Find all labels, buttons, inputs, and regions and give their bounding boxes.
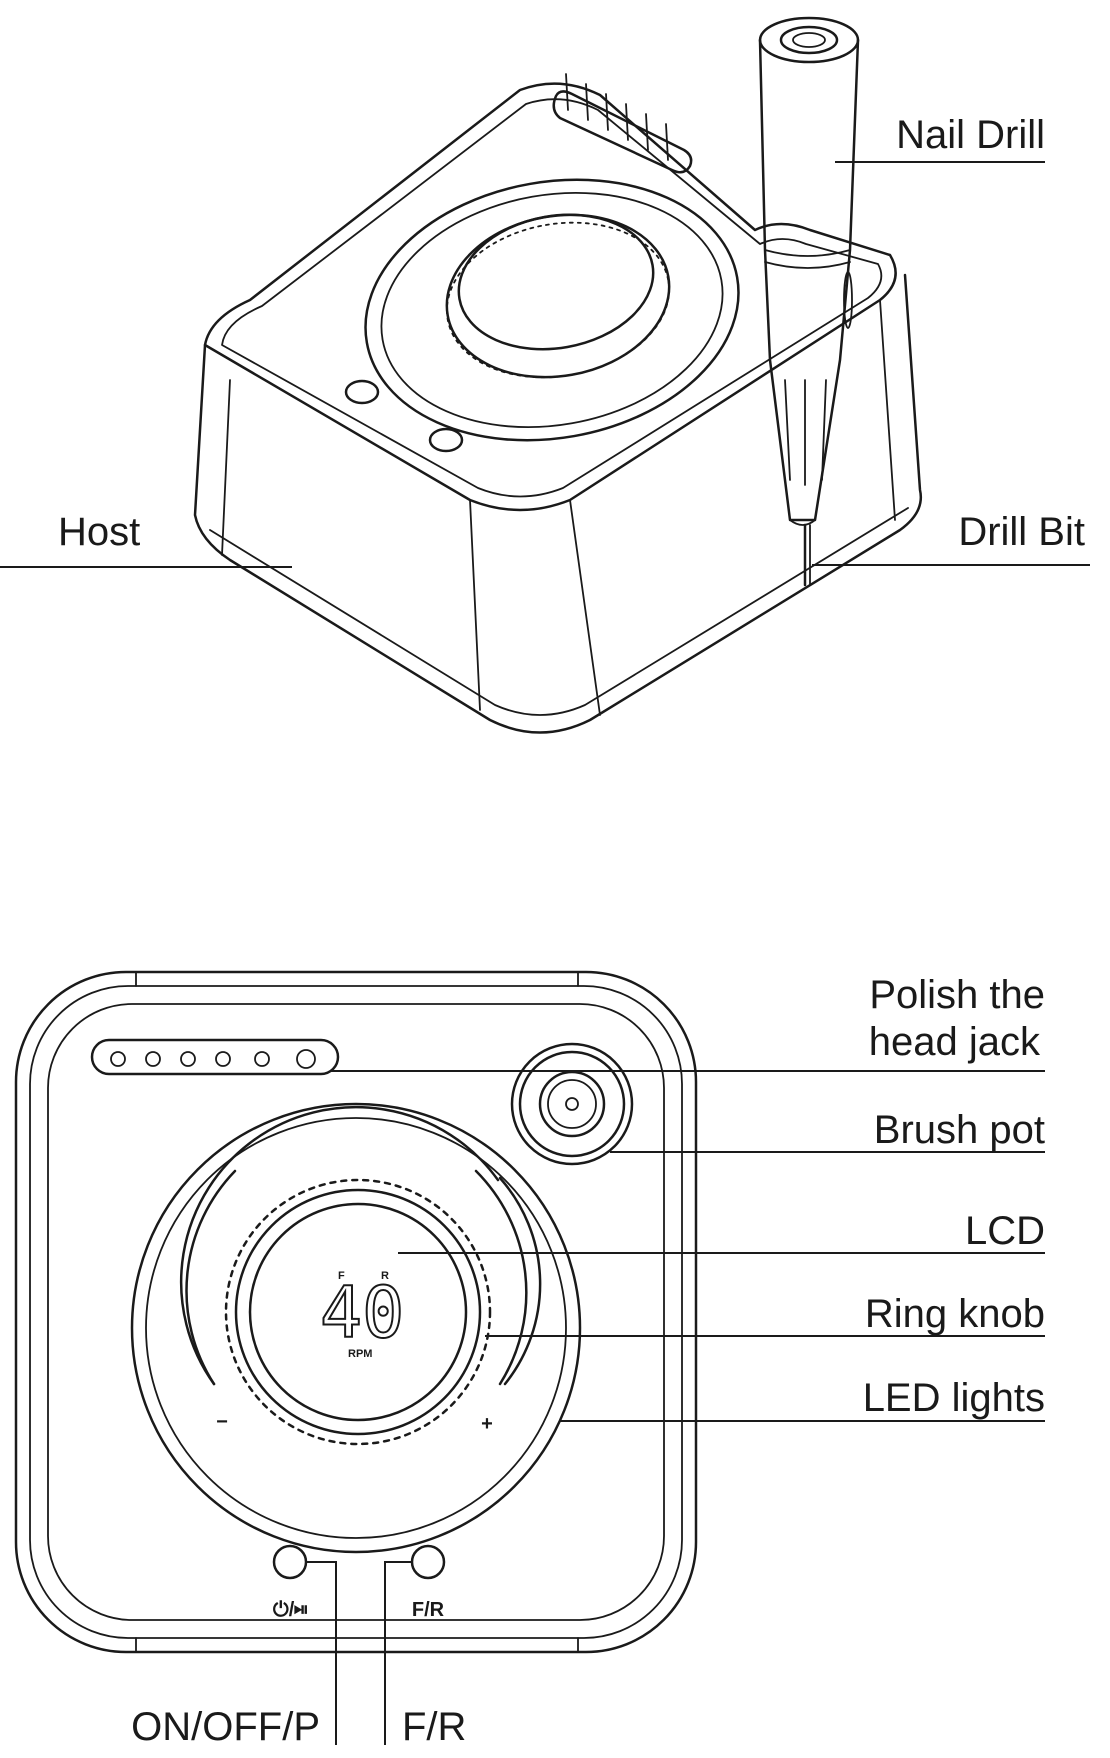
- lcd-f-mark: F: [338, 1270, 345, 1282]
- lcd-value: 40: [320, 1272, 404, 1354]
- nail-drill-handpiece: [758, 16, 860, 587]
- fr-leader: [384, 1561, 412, 1745]
- front-body-outer: [14, 970, 698, 1654]
- led-strip-3d: [552, 90, 693, 174]
- host-top-rim: [221, 98, 883, 498]
- host-label: Host: [58, 510, 140, 554]
- host-top-face: [203, 82, 897, 512]
- fr-button[interactable]: [410, 1544, 446, 1580]
- host-front-view: F R 40 RPM − + ⏻/⏯ F/R: [14, 970, 698, 1654]
- minus-sign: −: [216, 1411, 228, 1433]
- on-off-leader: [306, 1561, 337, 1745]
- knob-well-outer: [364, 178, 740, 442]
- on-off-label: ON/OFF/P: [131, 1705, 320, 1749]
- knob-well: [130, 1102, 582, 1554]
- polish-jack-label-1: Polish the: [869, 973, 1045, 1017]
- nail-drill-label: Nail Drill: [896, 113, 1045, 157]
- ring-knob[interactable]: [234, 1188, 482, 1436]
- front-body-inner: [47, 1003, 665, 1621]
- top-callouts: Nail Drill Host Drill Bit: [0, 113, 1090, 568]
- button-3d-right: [428, 427, 464, 453]
- lcd-unit: RPM: [348, 1348, 372, 1360]
- front-body-rim: [29, 985, 683, 1639]
- fr-label: F/R: [402, 1705, 466, 1749]
- lcd-r-mark: R: [381, 1270, 389, 1282]
- polish-jack-label-2: head jack: [869, 1020, 1041, 1064]
- led-lights-strip: [90, 1038, 340, 1076]
- ring-knob-3d-top: [457, 213, 655, 351]
- on-off-button[interactable]: [272, 1544, 308, 1580]
- front-callouts: Polish the head jack Brush pot LCD Ring …: [131, 973, 1045, 1749]
- plus-sign: +: [481, 1413, 493, 1435]
- scale-arc-right-outer: [474, 1169, 528, 1386]
- host-edge-left: [221, 379, 231, 556]
- knob-well-inner: [380, 191, 724, 429]
- fr-button-caption: F/R: [412, 1599, 445, 1621]
- scale-arc-left: [179, 1105, 500, 1386]
- brush-pot-label: Brush pot: [874, 1108, 1045, 1152]
- drill-bit-label: Drill Bit: [958, 510, 1085, 554]
- host-edge-front-left: [469, 499, 481, 711]
- on-off-button-caption: ⏻/⏯: [273, 1599, 307, 1621]
- host-edge-right: [879, 299, 896, 521]
- ring-knob-grip[interactable]: [224, 1178, 492, 1446]
- host-edge-front-right: [569, 499, 601, 716]
- led-lights-label: LED lights: [863, 1376, 1045, 1420]
- ring-knob-label: Ring knob: [865, 1292, 1045, 1336]
- host-bottom-ridge: [209, 507, 909, 716]
- scale-arc-right: [498, 1176, 542, 1386]
- lcd-display: F R 40 RPM: [319, 1270, 405, 1360]
- host-3d-view: [193, 16, 923, 734]
- host-body-sides: [193, 273, 923, 734]
- scale-arc-left-outer: [185, 1169, 237, 1386]
- led-strip-3d-leds: [565, 73, 669, 161]
- ring-knob-3d-grip: [446, 221, 670, 379]
- ring-knob-3d: [445, 213, 671, 379]
- button-3d-left: [344, 379, 380, 405]
- lcd-label: LCD: [965, 1209, 1045, 1253]
- ring-knob-face: [248, 1202, 468, 1422]
- knob-well-rim: [145, 1117, 567, 1539]
- head-jack: [510, 1042, 634, 1166]
